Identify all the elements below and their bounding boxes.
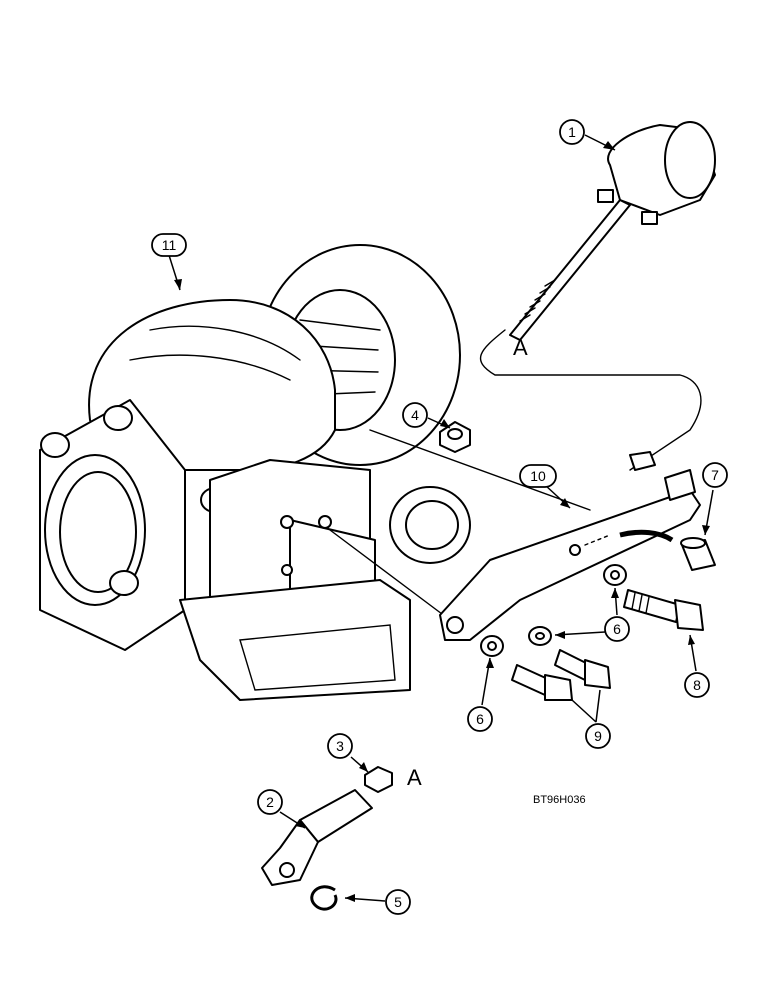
actuator-stud-right xyxy=(641,211,658,225)
washer-6-middle xyxy=(528,626,552,646)
mounting-foot-recess xyxy=(239,624,396,691)
svg-text:6: 6 xyxy=(613,621,621,637)
reference-letter-a-top: A xyxy=(513,335,528,360)
actuator-stud-left xyxy=(597,189,614,203)
svg-text:7: 7 xyxy=(711,467,719,483)
nut-3 xyxy=(364,766,393,793)
callout-7: 7 xyxy=(702,462,728,536)
alignment-lines xyxy=(329,429,591,621)
svg-text:2: 2 xyxy=(266,794,274,810)
wastegate-actuator xyxy=(479,121,716,471)
svg-text:5: 5 xyxy=(394,894,402,910)
inlet-bore xyxy=(59,471,137,593)
lever-pivot-hole xyxy=(446,616,464,634)
mounting-foot xyxy=(179,579,411,701)
lever-arm xyxy=(439,489,701,641)
svg-text:1: 1 xyxy=(568,124,576,140)
callout-3: 3 xyxy=(327,733,369,773)
svg-text:3: 3 xyxy=(336,738,344,754)
e-clip-5 xyxy=(310,885,338,911)
svg-text:4: 4 xyxy=(411,407,419,423)
lever-center-hole xyxy=(569,544,581,556)
washer-6-lower xyxy=(480,635,504,657)
actuator-diaphragm-cover xyxy=(664,121,716,199)
callout-6-lower: 6 xyxy=(467,657,494,732)
turbine-housing-contours xyxy=(129,325,301,381)
washer-6-upper xyxy=(603,564,627,586)
spring-clip xyxy=(619,529,674,543)
svg-text:11: 11 xyxy=(162,237,177,253)
callout-8: 8 xyxy=(684,634,710,698)
callout-2: 2 xyxy=(257,789,306,829)
nut-4 xyxy=(439,421,471,453)
svg-text:10: 10 xyxy=(530,468,546,484)
svg-text:8: 8 xyxy=(693,677,701,693)
callout-11: 11 xyxy=(151,233,187,291)
bolt-8 xyxy=(623,589,704,631)
lever-link-tab xyxy=(629,451,656,471)
outlet-bore xyxy=(405,500,459,550)
callout-5: 5 xyxy=(344,889,411,915)
callout-1: 1 xyxy=(559,119,616,151)
callout-6-middle xyxy=(554,631,606,639)
routing-line xyxy=(479,329,702,471)
lever-end-tab xyxy=(664,469,696,501)
svg-text:6: 6 xyxy=(476,711,484,727)
drawing-code: BT96H036 xyxy=(533,794,586,806)
reference-letter-a-bottom: A xyxy=(407,765,422,790)
wastegate-lever xyxy=(439,451,701,641)
turbocharger xyxy=(39,244,591,701)
callout-9: 9 xyxy=(571,689,611,749)
callout-6-upper: 6 xyxy=(604,587,630,642)
actuator-rod-thread xyxy=(519,279,556,322)
svg-text:9: 9 xyxy=(594,728,602,744)
bushing-7 xyxy=(680,537,716,571)
rod-end-2 xyxy=(261,789,373,886)
bolt-9-lower xyxy=(511,664,573,701)
callout-4: 4 xyxy=(402,402,451,429)
compressor-wheel-blades xyxy=(297,319,381,396)
bolt-9-upper xyxy=(554,649,611,689)
callout-10: 10 xyxy=(519,464,571,509)
lever-dotted-line xyxy=(584,534,611,546)
actuator-rod xyxy=(509,199,631,341)
